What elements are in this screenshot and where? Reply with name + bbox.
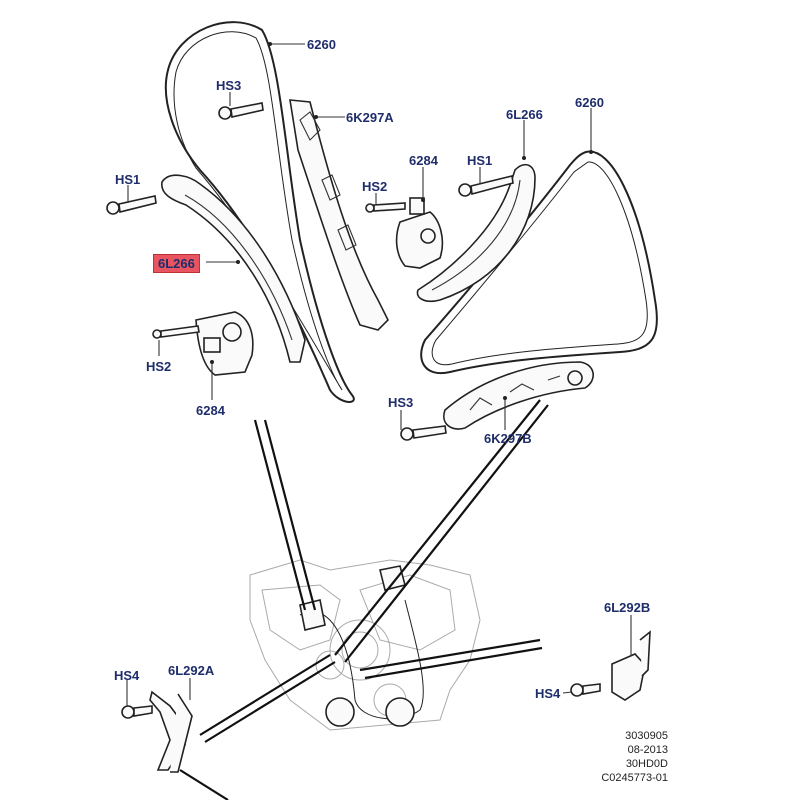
label-guide-6l266-right: 6L266 xyxy=(506,107,543,122)
bolt-hs3-top xyxy=(218,102,264,120)
guide-6l266-right xyxy=(416,163,536,303)
bolt-hs1-left xyxy=(106,195,157,215)
label-guide-6l266-left: 6L266 xyxy=(153,254,200,273)
label-bolt-hs4-right: HS4 xyxy=(535,686,561,701)
label-bracket-6l292b: 6L292B xyxy=(604,600,651,615)
timing-chain-left xyxy=(164,21,355,403)
label-bolt-hs1-right: HS1 xyxy=(467,153,493,168)
tensioner-top xyxy=(395,197,444,269)
label-bolt-hs4-left: HS4 xyxy=(114,668,140,683)
label-bracket-6l292a: 6L292A xyxy=(168,663,215,678)
bolt-hs2-left xyxy=(152,325,200,339)
bolt-hs1-right xyxy=(458,175,514,197)
engine-outline xyxy=(249,559,481,731)
bracket-6l292b xyxy=(611,630,651,701)
bolt-hs2-top xyxy=(365,202,406,213)
label-bolt-hs2-top: HS2 xyxy=(362,179,388,194)
tensioner-left xyxy=(195,311,254,376)
reference-block: 3030905 08-2013 30HD0D C0245773-01 xyxy=(588,729,668,785)
leader-lines xyxy=(126,42,632,706)
guide-6k297a xyxy=(289,99,389,331)
label-tensioner-top: 6284 xyxy=(409,153,438,168)
label-chain-upper: 6260 xyxy=(307,37,336,52)
reference-line-3: 30HD0D xyxy=(625,758,668,770)
label-bolt-hs1-left: HS1 xyxy=(115,172,141,187)
label-guide-6k297b: 6K297B xyxy=(484,431,532,446)
bracket-6l292a xyxy=(149,690,193,773)
bolt-hs4-left xyxy=(121,705,153,719)
reference-line-4: C0245773-01 xyxy=(601,772,668,784)
label-bolt-hs3-bottom: HS3 xyxy=(388,395,414,410)
reference-line-1: 3030905 xyxy=(625,730,668,742)
label-guide-6k297a: 6K297A xyxy=(346,110,394,125)
label-chain-right: 6260 xyxy=(575,95,604,110)
reference-line-2: 08-2013 xyxy=(627,744,668,756)
label-bolt-hs3-top: HS3 xyxy=(216,78,242,93)
pointer-lines xyxy=(179,399,549,801)
timing-chain-right xyxy=(420,150,658,375)
guide-6k297b xyxy=(443,361,594,430)
label-bolt-hs2-left: HS2 xyxy=(146,359,172,374)
bolt-hs4-right xyxy=(570,683,601,697)
bolt-hs3-bottom xyxy=(400,425,447,441)
guide-6l266-left xyxy=(161,174,306,363)
label-tensioner-left: 6284 xyxy=(196,403,225,418)
